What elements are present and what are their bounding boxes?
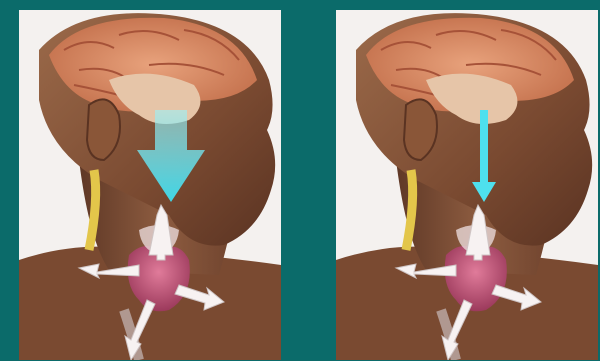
right-illustration-panel [336, 10, 598, 360]
left-illustration-panel [19, 10, 281, 360]
right-head-neck-illustration [336, 10, 598, 360]
left-head-neck-illustration [19, 10, 281, 360]
